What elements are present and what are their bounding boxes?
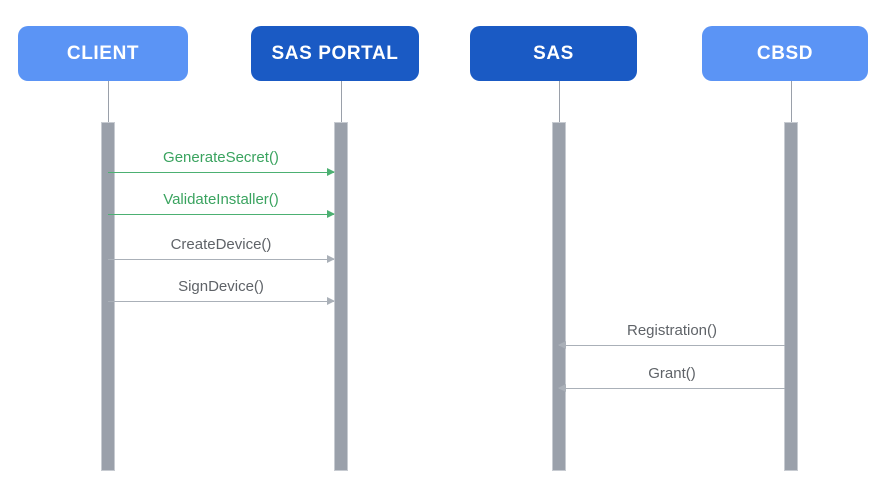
actor-box-client[interactable]: CLIENT bbox=[18, 26, 188, 81]
activation-bar-client bbox=[101, 122, 115, 471]
actor-label-sas: SAS bbox=[533, 42, 574, 64]
arrow-head-left-icon-registration bbox=[558, 341, 566, 349]
message-label-validate-installer: ValidateInstaller() bbox=[163, 191, 279, 208]
arrow-head-left-icon-grant bbox=[558, 384, 566, 392]
message-line-generate-secret bbox=[108, 172, 334, 173]
lifeline-sas-portal bbox=[341, 81, 342, 122]
message-line-registration bbox=[559, 345, 785, 346]
message-line-grant bbox=[559, 388, 785, 389]
actor-box-cbsd[interactable]: CBSD bbox=[702, 26, 868, 81]
actor-label-client: CLIENT bbox=[66, 42, 140, 64]
arrow-head-right-icon-validate-installer bbox=[327, 210, 335, 218]
message-line-create-device bbox=[108, 259, 334, 260]
actor-box-sas-portal[interactable]: SAS PORTAL bbox=[251, 26, 419, 81]
actor-box-sas[interactable]: SAS bbox=[470, 26, 637, 81]
message-label-sign-device: SignDevice() bbox=[178, 278, 264, 295]
arrow-head-right-icon-sign-device bbox=[327, 297, 335, 305]
actor-label-sas-portal: SAS PORTAL bbox=[271, 42, 399, 64]
message-label-grant: Grant() bbox=[648, 365, 696, 382]
lifeline-cbsd bbox=[791, 81, 792, 122]
lifeline-sas bbox=[559, 81, 560, 122]
activation-bar-sas bbox=[552, 122, 566, 471]
lifeline-client bbox=[108, 81, 109, 122]
actor-label-cbsd: CBSD bbox=[756, 42, 814, 64]
arrow-head-right-icon-create-device bbox=[327, 255, 335, 263]
message-label-generate-secret: GenerateSecret() bbox=[163, 149, 279, 166]
message-label-create-device: CreateDevice() bbox=[170, 236, 272, 253]
arrow-head-right-icon-generate-secret bbox=[327, 168, 335, 176]
message-line-sign-device bbox=[108, 301, 334, 302]
activation-bar-cbsd bbox=[784, 122, 798, 471]
message-line-validate-installer bbox=[108, 214, 334, 215]
activation-bar-sas-portal bbox=[334, 122, 348, 471]
message-label-registration: Registration() bbox=[626, 322, 718, 339]
